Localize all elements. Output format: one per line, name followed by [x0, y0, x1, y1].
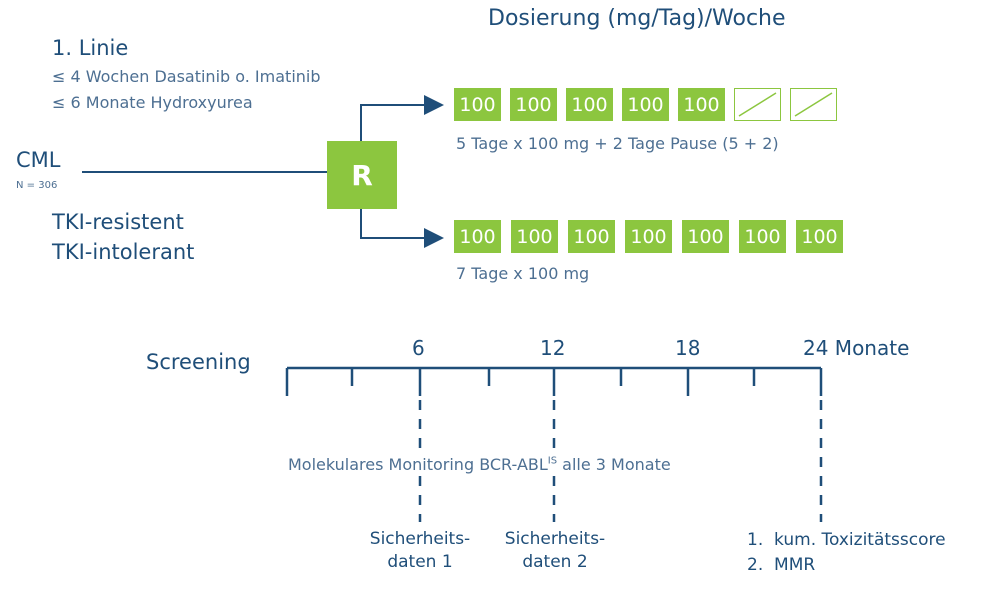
dosing-title: Dosierung (mg/Tag)/Woche	[488, 6, 786, 31]
endpoint-text: MMR	[774, 555, 816, 575]
dose-box: 100	[454, 220, 501, 253]
population-label: CML	[16, 148, 61, 172]
monitoring-label: Molekulares Monitoring BCR-ABLIS alle 3 …	[286, 455, 673, 474]
safety-data-1-label: Sicherheits-daten 1	[369, 529, 471, 572]
endpoints-list: 1. kum. Toxizitätsscore 2. MMR	[747, 528, 946, 578]
endpoint-text: kum. Toxizitätsscore	[774, 530, 946, 550]
month-18-label: 18	[675, 336, 701, 360]
tki-intolerant: TKI-intolerant	[52, 240, 195, 264]
arm-a-caption: 5 Tage x 100 mg + 2 Tage Pause (5 + 2)	[456, 134, 779, 153]
pause-slash-icon	[738, 92, 777, 117]
randomization-box: R	[327, 141, 397, 209]
dose-box: 100	[682, 220, 729, 253]
pause-day-box	[734, 88, 781, 121]
dose-box: 100	[796, 220, 843, 253]
monitoring-superscript: IS	[547, 455, 558, 467]
monitoring-interval: alle 3 Monate	[557, 455, 671, 474]
line1-item-dasatinib: ≤ 4 Wochen Dasatinib o. Imatinib	[52, 67, 321, 86]
dose-box: 100	[566, 88, 613, 121]
dose-box: 100	[625, 220, 672, 253]
endpoint-item: 2. MMR	[747, 555, 816, 575]
line1-item-hydroxyurea: ≤ 6 Monate Hydroxyurea	[52, 93, 253, 112]
dose-box: 100	[678, 88, 725, 121]
dose-box: 100	[568, 220, 615, 253]
endpoint-item: 1. kum. Toxizitätsscore	[747, 530, 946, 550]
month-12-label: 12	[540, 336, 566, 360]
arm-b-caption: 7 Tage x 100 mg	[456, 264, 590, 283]
month-6-label: 6	[412, 336, 425, 360]
dose-box: 100	[511, 220, 558, 253]
safety-data-2-label: Sicherheits-daten 2	[504, 529, 606, 572]
screening-label: Screening	[146, 350, 251, 374]
tki-resistant: TKI-resistent	[52, 210, 184, 234]
arm-b-arrow	[360, 209, 444, 248]
dose-box: 100	[510, 88, 557, 121]
dose-box: 100	[622, 88, 669, 121]
monitoring-text: Molekulares Monitoring BCR-ABL	[288, 455, 548, 474]
pause-day-box	[790, 88, 837, 121]
dose-box: 100	[454, 88, 501, 121]
pause-slash-icon	[794, 92, 833, 117]
month-24-label: 24 Monate	[803, 336, 910, 360]
arm-a-arrow	[360, 95, 444, 141]
population-n: N = 306	[16, 180, 58, 191]
dose-box: 100	[739, 220, 786, 253]
line1-title: 1. Linie	[52, 36, 129, 60]
